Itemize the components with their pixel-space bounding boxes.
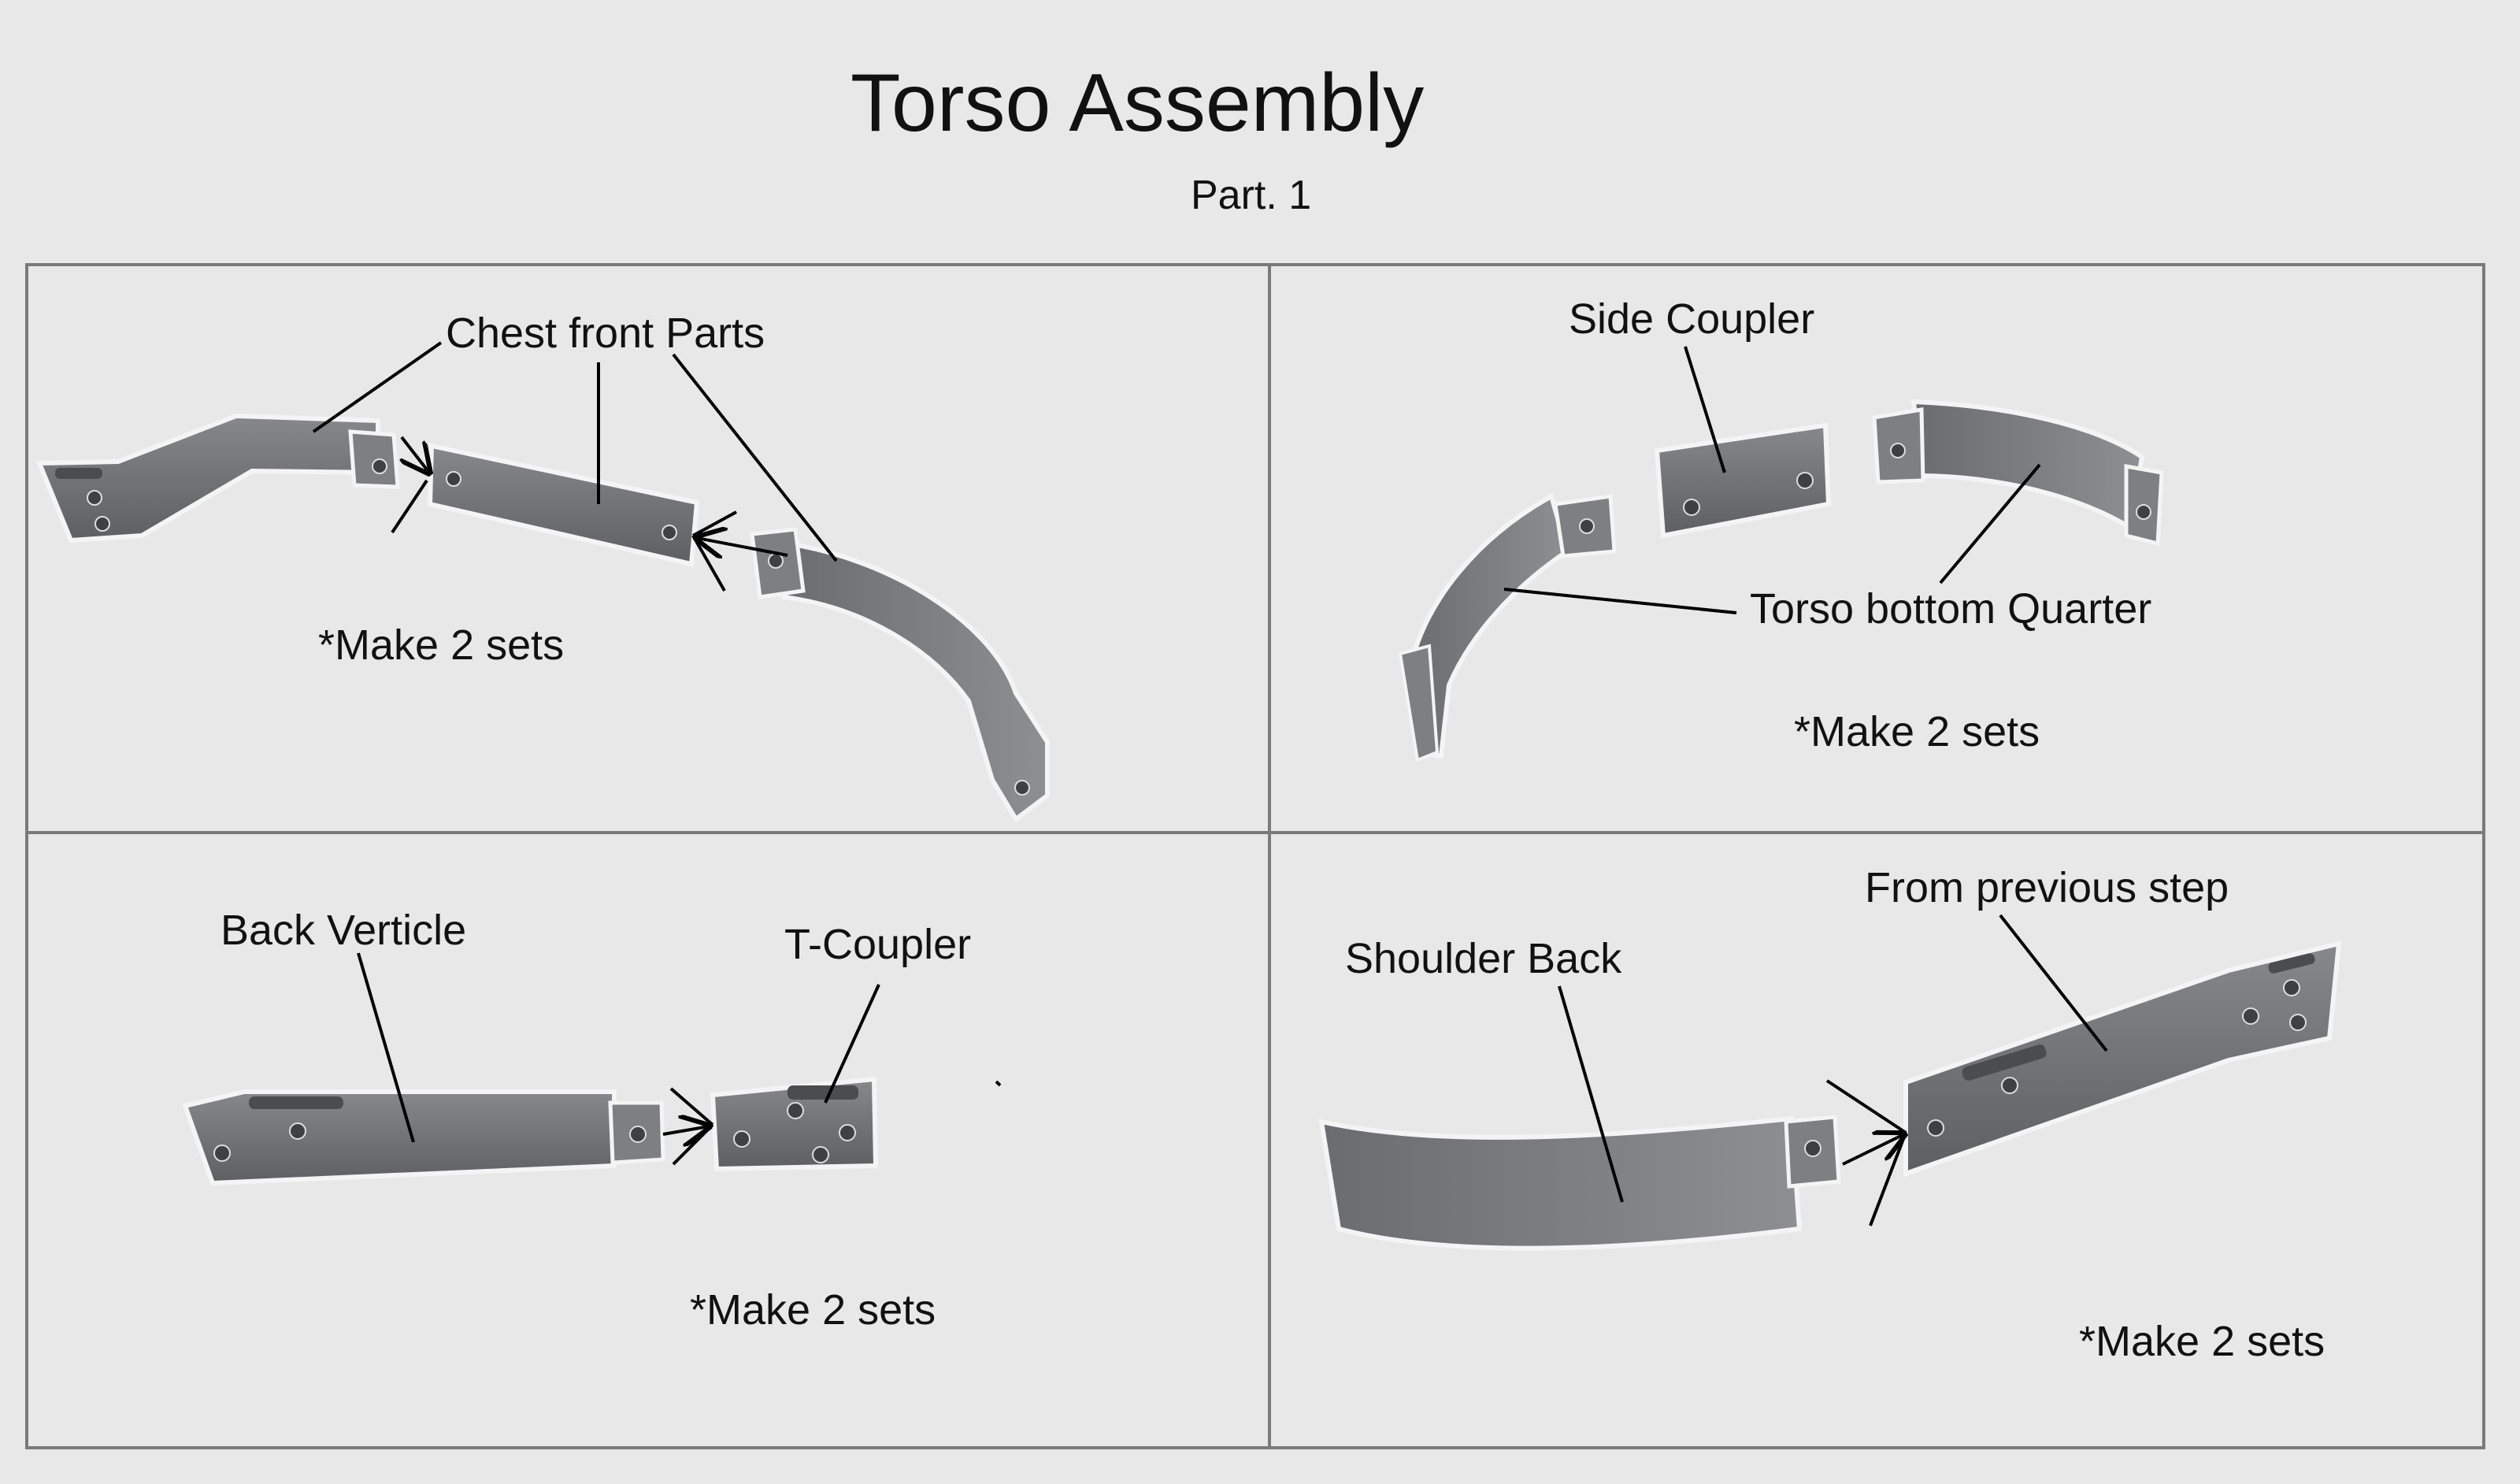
chest-middle-bar [427, 443, 700, 567]
note-make-2-sets-3: *Make 2 sets [690, 1286, 936, 1334]
shoulder-back [1318, 1115, 1803, 1251]
label-shoulder-back: Shoulder Back [1345, 935, 1622, 982]
t-coupler [710, 1076, 879, 1172]
torso-quarter-right [1910, 399, 2145, 532]
chest-front-parts [35, 413, 1050, 823]
chest-callouts [312, 341, 838, 592]
note-make-2-sets-2: *Make 2 sets [1794, 708, 2040, 755]
shoulder-assembly-parts [1318, 940, 2342, 1251]
label-from-previous-step: From previous step [1865, 864, 2229, 911]
back-verticle-parts [182, 1076, 879, 1186]
vertical-divider [1268, 263, 1271, 1449]
note-make-2-sets-4: *Make 2 sets [2079, 1318, 2325, 1365]
label-torso-bottom-quarter: Torso bottom Quarter [1750, 585, 2152, 633]
label-back-verticle: Back Verticle [220, 907, 467, 954]
back-callouts [357, 952, 1002, 1166]
torso-callouts [1503, 346, 2041, 614]
chest-right-curve [780, 540, 1050, 823]
panel-frame [25, 263, 2485, 1449]
note-make-2-sets-1: *Make 2 sets [318, 621, 565, 669]
horizontal-divider [25, 831, 2485, 834]
page-subtitle: Part. 1 [1191, 173, 1312, 218]
shoulder-callouts [1558, 914, 2108, 1226]
torso-bottom-parts [1398, 399, 2164, 762]
label-side-coupler: Side Coupler [1569, 295, 1815, 343]
previous-step-bar [1903, 940, 2342, 1178]
label-chest-front-parts: Chest front Parts [446, 310, 765, 357]
page-title: Torso Assembly [850, 58, 1425, 149]
label-t-coupler: T-Coupler [784, 921, 972, 968]
